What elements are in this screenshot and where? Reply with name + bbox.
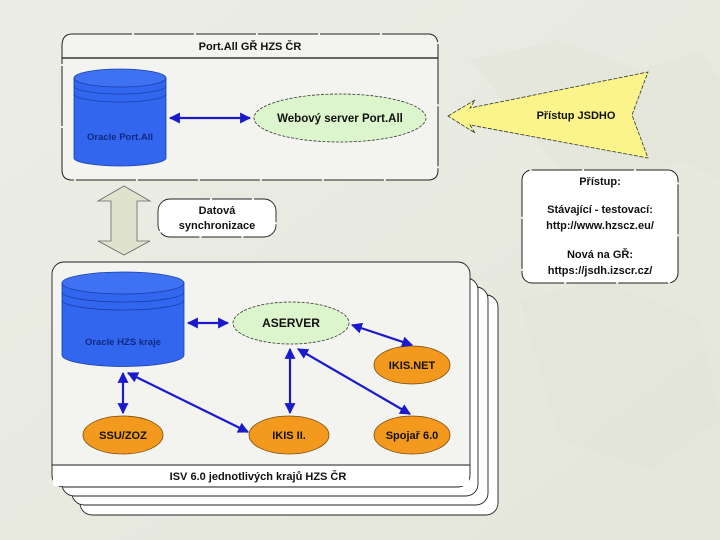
- top-panel: Port.All GŘ HZS ČR Oracle Port.All Webov…: [61, 33, 439, 181]
- access-jsdho-arrow: Přístup JSDHO: [447, 71, 649, 159]
- webserver-portall-label: Webový server Port.All: [277, 113, 403, 125]
- sync-double-arrow: [96, 185, 152, 256]
- access-info-box: Přístup: Stávající - testovací: http://w…: [521, 169, 679, 284]
- access-heading: Přístup:: [579, 176, 621, 188]
- bottom-panel-title: ISV 6.0 jednotlivých krajů HZS ČR: [170, 470, 347, 483]
- ikis-net-node: IKIS.NET: [373, 345, 451, 385]
- spojar-node: Spojař 6.0: [373, 415, 451, 455]
- webserver-portall-node: Webový server Port.All: [253, 93, 427, 143]
- sync-label-box: Datová synchronizace: [157, 198, 277, 238]
- spojar-label: Spojař 6.0: [386, 430, 439, 442]
- ssu-zoz-node: SSU/ZOZ: [82, 415, 164, 455]
- sync-label-line2: synchronizace: [179, 220, 255, 232]
- oracle-hzs-kraje-database: Oracle HZS kraje: [61, 271, 185, 367]
- background-map-shape: [520, 280, 720, 470]
- sync-label-line1: Datová: [199, 205, 237, 217]
- db-ikisii-connector: [127, 372, 249, 433]
- oracle-portall-database: Oracle Port.All: [73, 68, 167, 167]
- access-jsdho-label: Přístup JSDHO: [537, 110, 616, 122]
- aserver-node: ASERVER: [232, 301, 350, 345]
- oracle-hzs-kraje-label: Oracle HZS kraje: [85, 337, 161, 348]
- ssu-zoz-label: SSU/ZOZ: [99, 430, 147, 442]
- ikis-ii-label: IKIS II.: [272, 430, 306, 442]
- ikis-net-label: IKIS.NET: [389, 360, 436, 372]
- aserver-spojar-connector: [297, 348, 411, 415]
- oracle-portall-label: Oracle Port.All: [87, 132, 153, 143]
- access-current-label: Stávající - testovací:: [547, 204, 653, 216]
- access-new-label: Nová na GŘ:: [567, 248, 633, 261]
- access-new-url: https://jsdh.izscr.cz/: [548, 265, 653, 277]
- bottom-panel-footer: [53, 466, 469, 486]
- access-current-url: http://www.hzscz.eu/: [546, 220, 654, 232]
- top-panel-title: Port.All GŘ HZS ČR: [199, 40, 302, 53]
- aserver-label: ASERVER: [262, 316, 320, 330]
- aserver-ikisnet-connector: [350, 322, 414, 348]
- ikis-ii-node: IKIS II.: [248, 415, 330, 455]
